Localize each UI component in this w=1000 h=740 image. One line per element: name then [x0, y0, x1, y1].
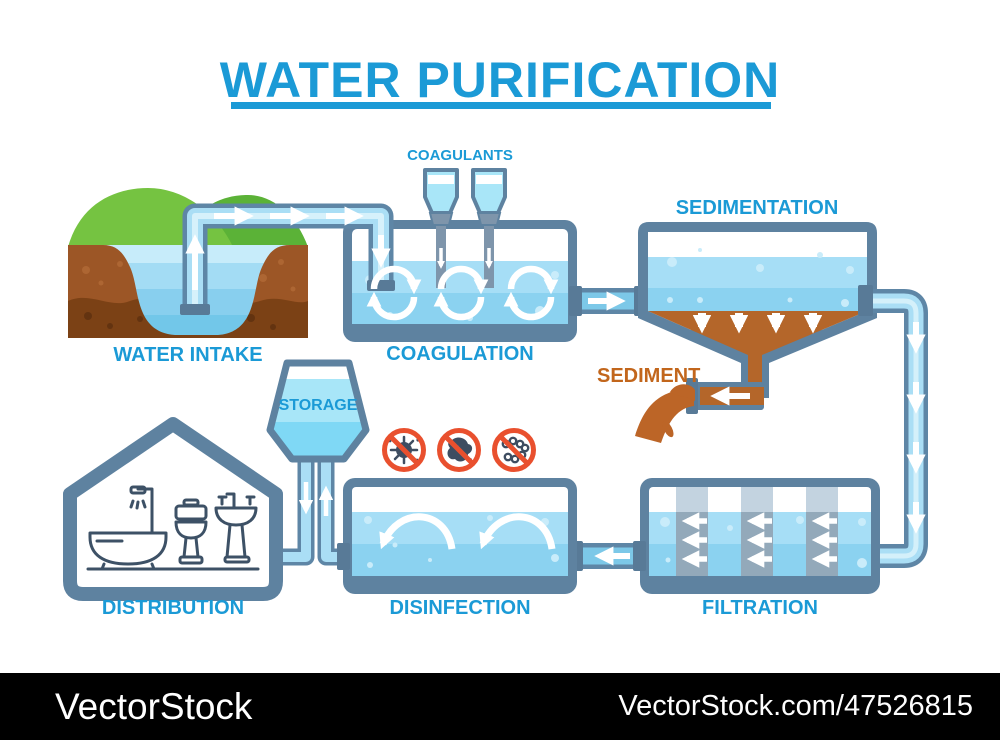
watermark-reference: VectorStock.com/47526815: [618, 690, 973, 722]
filtration-tank: [640, 478, 880, 594]
distribution-house: [63, 417, 283, 601]
watermark-bar: VectorStock VectorStock.com/47526815: [0, 673, 1000, 740]
sediment-pour: [635, 388, 694, 443]
pipe-coagulation-to-sedimentation: [569, 286, 647, 316]
settling-arrows: [692, 313, 823, 334]
storage-tank: [266, 359, 370, 463]
label-disinfection: DISINFECTION: [389, 597, 531, 619]
diagram-canvas: [63, 168, 928, 601]
label-sedimentation: SEDIMENTATION: [675, 197, 839, 219]
sink-icon: [214, 492, 258, 564]
no-microbes-icon: [492, 428, 536, 472]
sedimentation-tank: [638, 222, 877, 398]
coagulant-dosing-pipes: [436, 224, 494, 288]
watermark-brand: VectorStock: [55, 686, 253, 727]
sediment-discharge: [635, 378, 764, 443]
no-virus-icon: [382, 428, 426, 472]
filter-columns: [676, 487, 838, 576]
label-coagulation: COAGULATION: [386, 343, 534, 365]
mixing-cycle-arrows: [366, 265, 559, 321]
pipe-sedimentation-to-filtration: [858, 285, 928, 572]
title-underline: [231, 102, 771, 109]
disinfection-wave-arrows: [379, 513, 556, 550]
no-bacteria-icon: [437, 428, 481, 472]
shower-icon: [136, 487, 154, 535]
hopper-left: [423, 168, 459, 226]
disinfection-tank: [343, 478, 577, 594]
filtration-arrows: [681, 512, 837, 568]
label-distribution: DISTRIBUTION: [101, 597, 245, 619]
hopper-right: [471, 168, 507, 226]
water-intake-scene: [68, 188, 308, 338]
bathtub-icon: [88, 531, 168, 566]
toilet-icon: [174, 498, 208, 565]
coagulant-hoppers: [423, 168, 507, 226]
label-sediment: SEDIMENT: [597, 365, 701, 387]
pipe-intake-to-coagulation: [180, 203, 395, 315]
page-title: WATER PURIFICATION: [219, 52, 781, 108]
pipe-filtration-to-disinfection: [570, 541, 646, 571]
label-water-intake: WATER INTAKE: [113, 344, 263, 366]
label-coagulants: COAGULANTS: [407, 147, 513, 164]
pipe-disinfection-to-storage: [317, 460, 350, 570]
label-storage: STORAGE: [278, 397, 358, 414]
label-filtration: FILTRATION: [702, 597, 818, 619]
bathroom-fixtures: [86, 485, 260, 571]
